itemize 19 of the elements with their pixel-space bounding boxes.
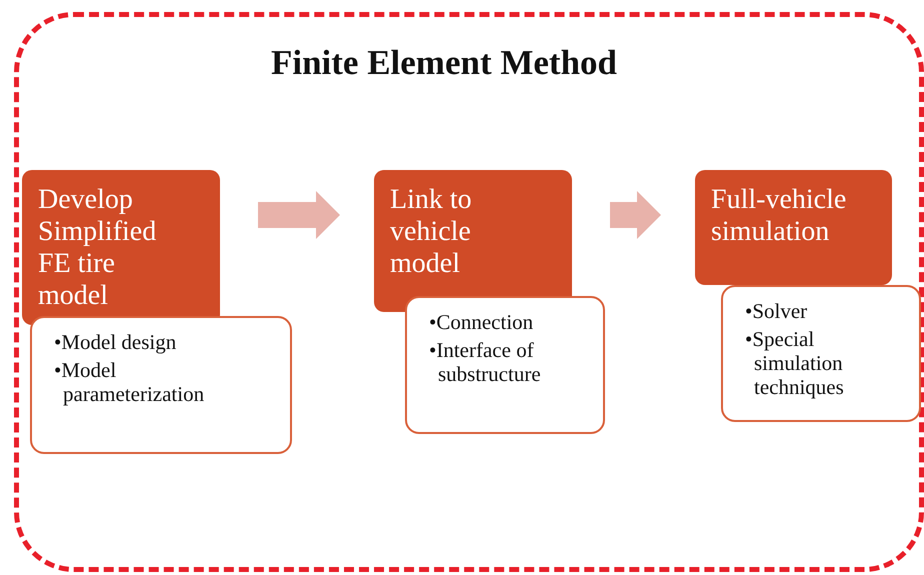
detail-box [30, 316, 292, 454]
bullet-item: •Interface of substructure [429, 338, 542, 386]
bullet-item: •Solver [745, 299, 808, 323]
bullet-item: •Model design [54, 330, 178, 354]
detail-box [721, 285, 921, 422]
step-title: Develop Simplified FE tire model [38, 184, 158, 312]
block-arrow [258, 191, 340, 239]
dashed-frame [14, 12, 924, 572]
block-arrow [610, 191, 661, 239]
step-box [374, 170, 572, 312]
step-box [22, 170, 220, 325]
step-title: Link to vehicle model [390, 184, 473, 280]
bullet-item: •Model parameterization [54, 358, 206, 406]
detail-box [405, 296, 605, 434]
bullet-item: •Connection [429, 310, 534, 334]
step-title: Full-vehicle simulation [711, 184, 848, 248]
frame-heading: Finite Element Method [270, 43, 618, 83]
bullet-item: •Special simulation techniques [745, 327, 845, 399]
step-box [695, 170, 892, 285]
